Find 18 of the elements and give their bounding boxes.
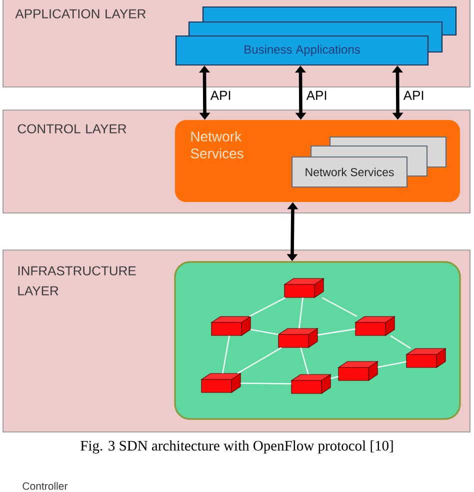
link-line [300, 348, 309, 374]
link-line [250, 328, 278, 336]
label-text: Controller [22, 482, 68, 490]
link-line [298, 298, 304, 328]
application-box: Business Applications [175, 35, 429, 66]
edge-label: API [402, 89, 426, 102]
link-line [378, 361, 406, 368]
edge-label: API [208, 89, 233, 102]
link-line [322, 297, 358, 317]
link-line [318, 328, 356, 336]
link-line [237, 347, 282, 374]
figure-caption: Fig. 3 SDN architecture with OpenFlow protocol [10] [80, 440, 393, 454]
link-line [240, 382, 292, 384]
link-line [249, 297, 286, 317]
edge-label: API [304, 89, 329, 102]
service-card: Network Services [291, 156, 408, 188]
link-line [330, 376, 338, 380]
link-line [390, 335, 411, 349]
